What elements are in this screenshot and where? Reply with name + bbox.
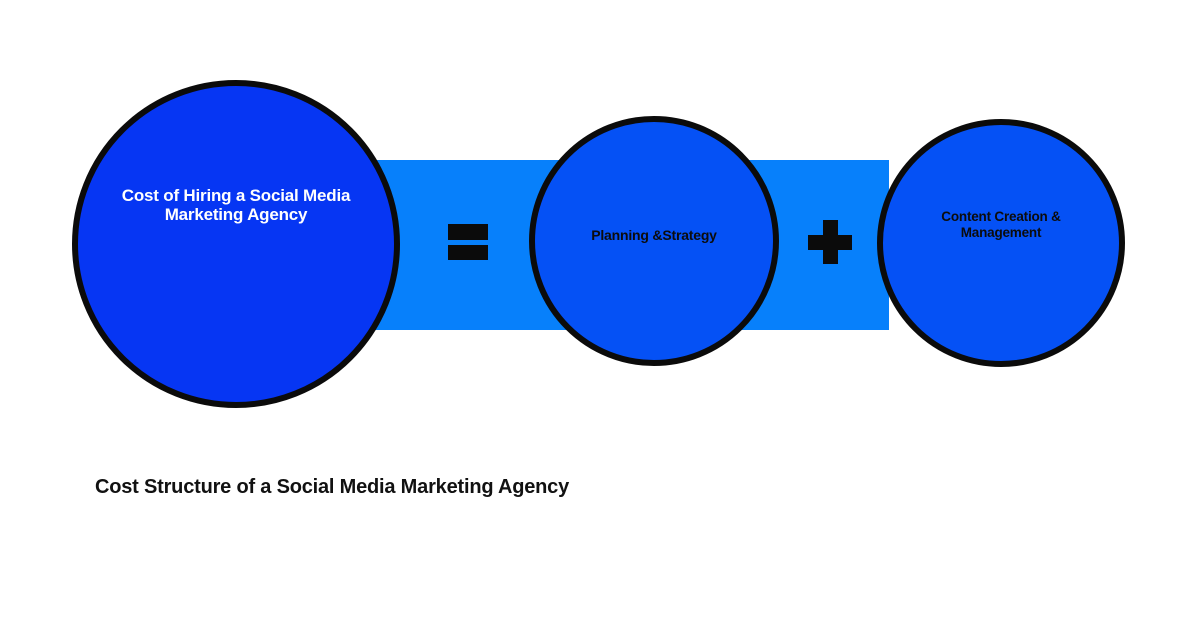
result-circle: Cost of Hiring a Social Media Marketing … xyxy=(72,80,400,408)
operand-circle-content-label: Content Creation & Management xyxy=(941,209,1061,240)
result-circle-label: Cost of Hiring a Social Media Marketing … xyxy=(121,186,351,224)
equals-bar-top xyxy=(448,224,488,240)
operand-circle-content: Content Creation & Management xyxy=(877,119,1125,367)
equals-bar-bottom xyxy=(448,245,488,260)
operand-circle-planning: Planning &Strategy xyxy=(529,116,779,366)
diagram-caption: Cost Structure of a Social Media Marketi… xyxy=(95,476,570,498)
plus-bar-vertical xyxy=(822,220,838,264)
plus-icon xyxy=(808,220,852,264)
equals-icon xyxy=(448,224,488,260)
operand-circle-planning-label: Planning &Strategy xyxy=(591,227,717,243)
